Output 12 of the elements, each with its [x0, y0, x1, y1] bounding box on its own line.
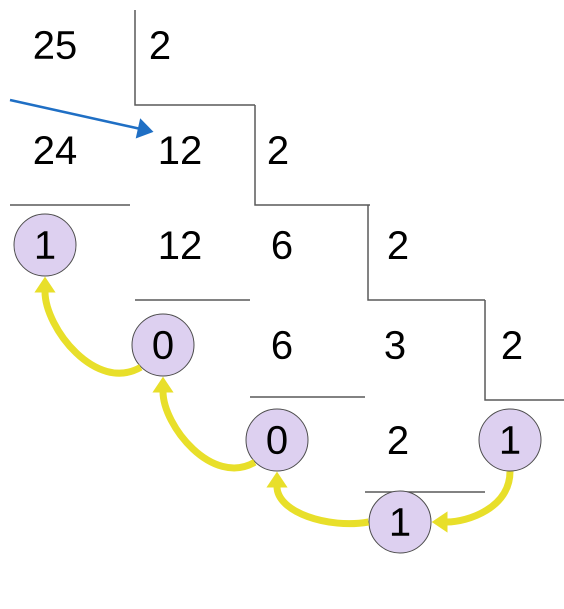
- number: 6: [272, 330, 292, 360]
- number: 2: [502, 331, 522, 359]
- number: 2: [268, 136, 288, 164]
- number: 12: [160, 136, 200, 164]
- number: 12: [160, 231, 200, 259]
- number: 6: [272, 230, 292, 260]
- number: 2: [150, 31, 170, 59]
- number: 24: [34, 136, 76, 164]
- number: 2: [388, 231, 408, 259]
- number: 3: [385, 330, 404, 360]
- number: 25: [34, 30, 76, 60]
- number: 2: [388, 426, 408, 454]
